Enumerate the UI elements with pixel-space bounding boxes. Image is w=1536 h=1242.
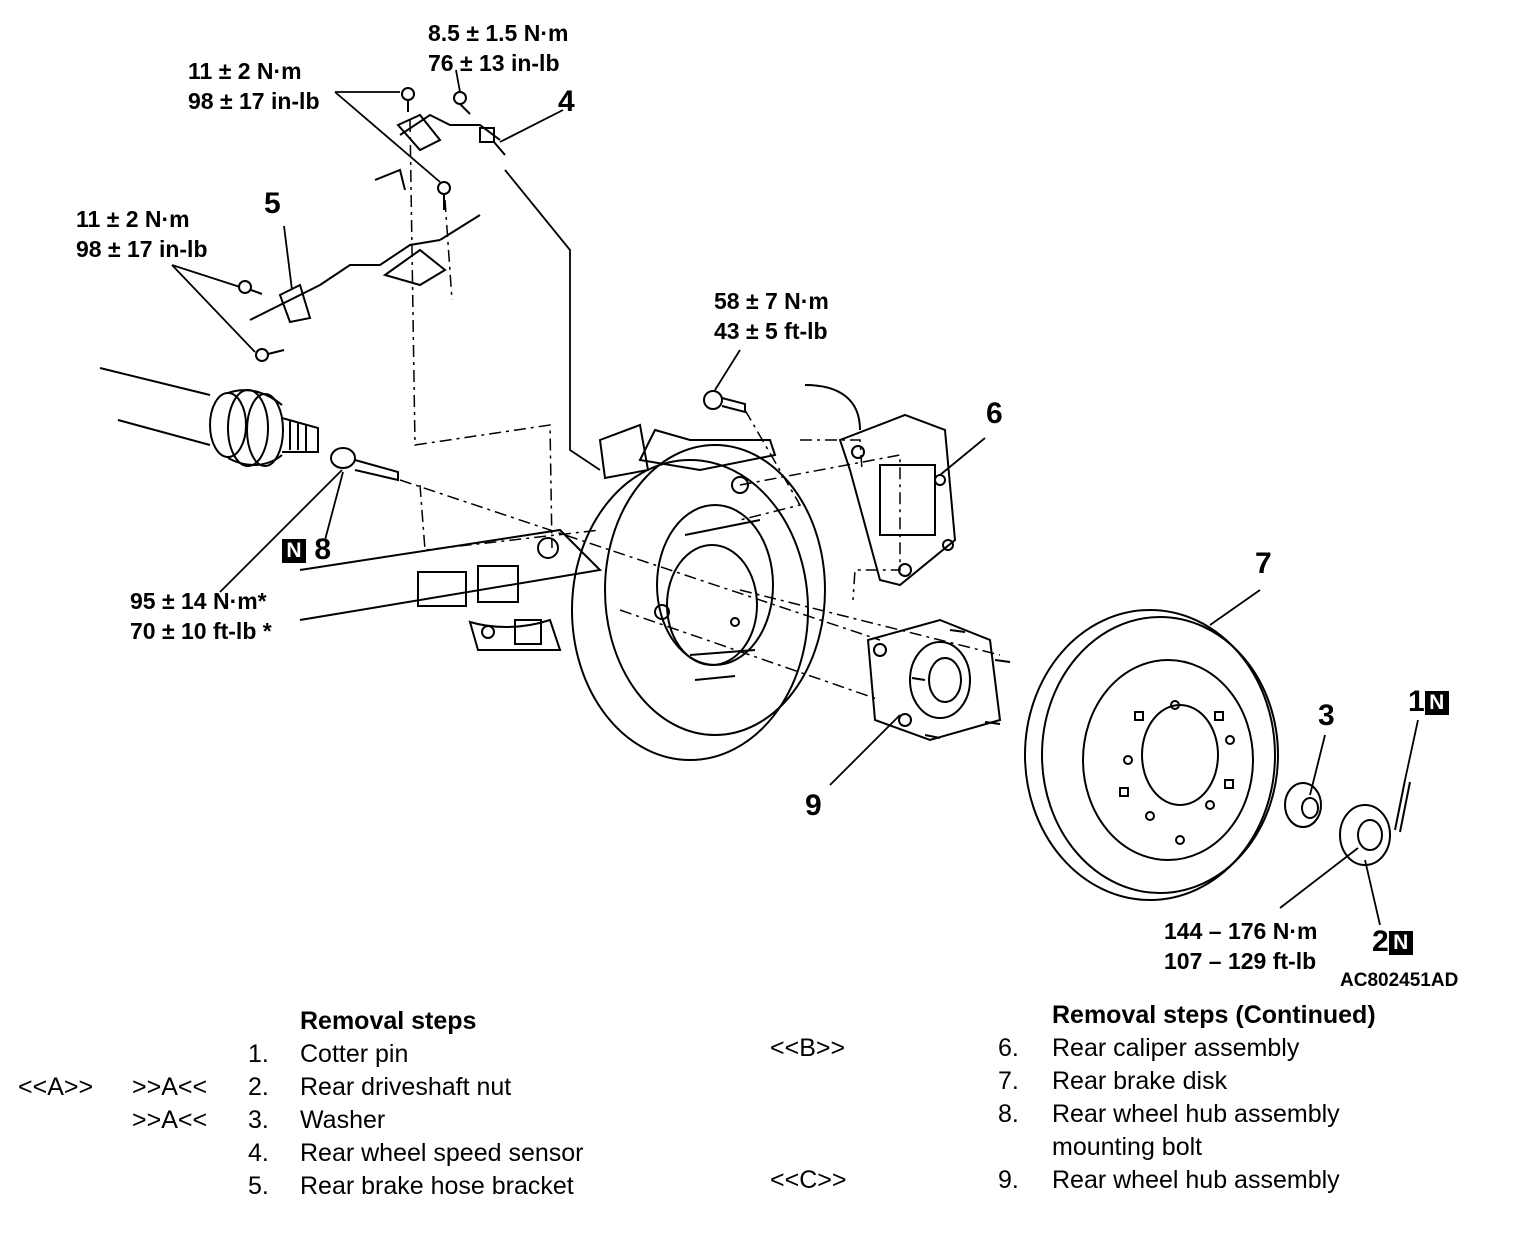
hub-bolt-drawing: [330, 447, 399, 482]
list-item: 8. Rear wheel hub assembly: [998, 1100, 1340, 1128]
backing-plate-drawing: [571, 423, 826, 761]
exploded-view-diagram: [99, 69, 1419, 926]
removal-steps-continued-heading: Removal steps (Continued): [1052, 1001, 1376, 1029]
leader-lines: [171, 69, 1419, 926]
callout-8: N 8: [282, 534, 331, 566]
trailing-arm-drawing: [299, 528, 603, 651]
list-item: <<A>> >>A<< 2. Rear driveshaft nut: [18, 1073, 512, 1101]
torque-hub-bolt: 95 ± 14 N·m* 70 ± 10 ft-lb *: [130, 588, 272, 644]
washer-drawing: [1284, 782, 1322, 828]
wheel-hub-drawing: [866, 618, 1011, 742]
removal-steps-left: Removal steps 1. Cotter pin <<A>> >>A<< …: [0, 1005, 760, 1203]
driveshaft-nut-drawing: [1339, 804, 1391, 866]
new-part-mark: N: [1388, 931, 1413, 955]
list-item: <<B>> 6. Rear caliper assembly: [770, 1034, 1300, 1062]
callout-4: 4: [558, 85, 575, 118]
list-item: 7. Rear brake disk: [998, 1067, 1228, 1095]
list-item: 5. Rear brake hose bracket: [248, 1172, 574, 1200]
callout-9: 9: [805, 789, 822, 822]
brake-hose-bracket-drawing: [238, 181, 481, 362]
list-item: <<C>> 9. Rear wheel hub assembly: [770, 1166, 1340, 1194]
callout-5: 5: [264, 187, 281, 220]
brake-disk-drawing: [1024, 609, 1279, 901]
alignment-lines: [399, 119, 1001, 701]
torque-caliper-bolt: 58 ± 7 N·m 43 ± 5 ft-lb: [714, 288, 829, 344]
callout-7: 7: [1255, 547, 1272, 580]
new-part-mark: N: [1424, 691, 1449, 715]
torque-driveshaft-nut: 144 – 176 N·m 107 – 129 ft-lb: [1164, 918, 1318, 974]
removal-steps-heading: Removal steps: [300, 1007, 477, 1035]
driveshaft-drawing: [99, 367, 319, 467]
caliper-bolt-drawing: [703, 390, 746, 414]
cotter-pin-drawing: [1394, 779, 1411, 833]
list-item: 1. Cotter pin: [248, 1040, 409, 1068]
list-item: >>A<< 3. Washer: [132, 1106, 386, 1134]
removal-steps-right: Removal steps (Continued) <<B>> 6. Rear …: [760, 999, 1536, 1197]
torque-bracket-upper: 11 ± 2 N·m 98 ± 17 in-lb: [188, 58, 320, 114]
list-item: 4. Rear wheel speed sensor: [248, 1139, 584, 1167]
torque-bracket-lower: 11 ± 2 N·m 98 ± 17 in-lb: [76, 206, 208, 262]
new-part-mark: N: [282, 539, 306, 563]
callout-3: 3: [1318, 699, 1335, 732]
torque-sensor-bolt: 8.5 ± 1.5 N·m 76 ± 13 in-lb: [428, 20, 569, 76]
speed-sensor-drawing: [374, 87, 506, 191]
caliper-drawing: [804, 384, 957, 587]
figure-id: AC802451AD: [1340, 970, 1459, 991]
callout-6: 6: [986, 397, 1003, 430]
list-item: mounting bolt: [1052, 1133, 1203, 1161]
